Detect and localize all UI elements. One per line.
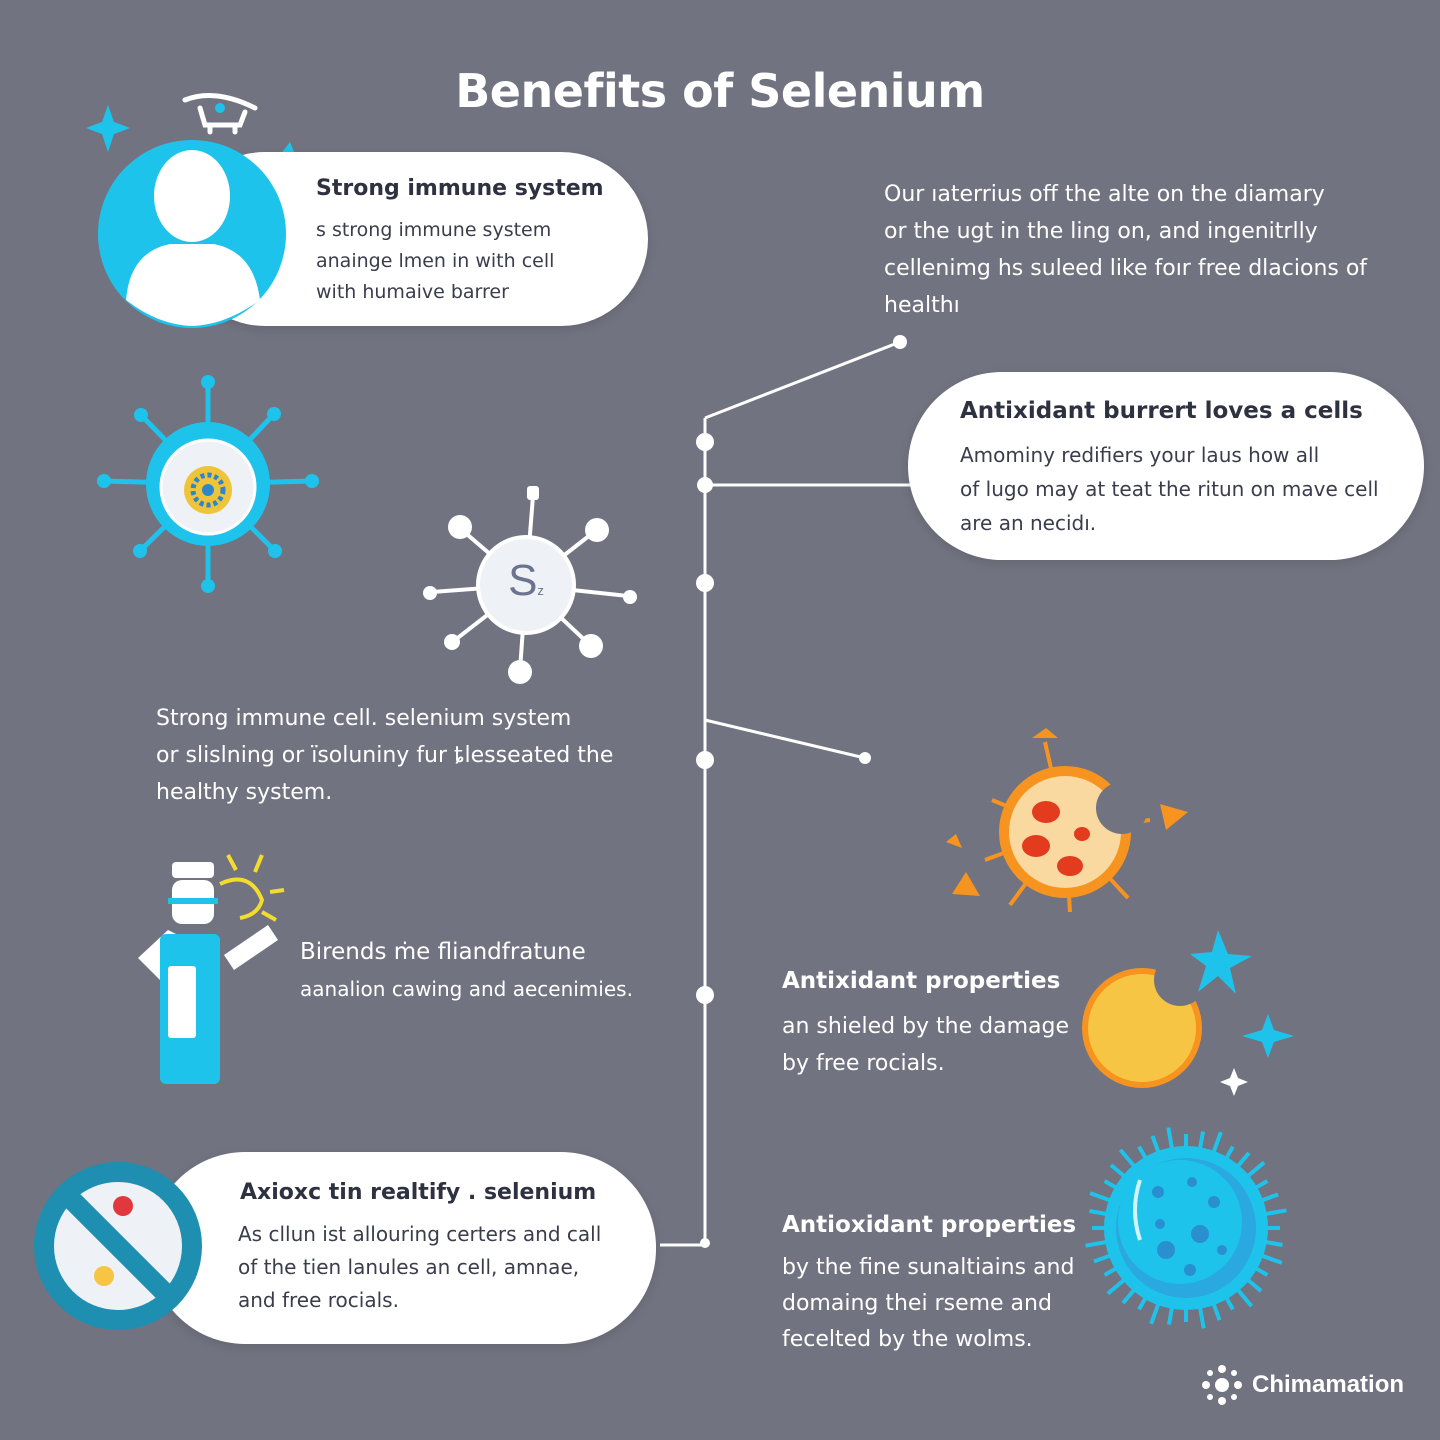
paragraph-line: fecelted by the wolms. xyxy=(782,1327,1033,1352)
selenium-symbol-letter: S xyxy=(508,556,538,605)
card-antioxidant-top-title: Antixidant burrert loves a cells xyxy=(960,398,1363,424)
card-line: and free rocials. xyxy=(238,1288,399,1312)
card-antioxidant-top xyxy=(908,372,1424,560)
selenium-symbol: Sz xyxy=(500,556,552,606)
card-line: Amominy redifiers your laus how all xyxy=(960,443,1320,467)
top-right-paragraph: Our ıaterrius off the alte on the diamar… xyxy=(884,176,1367,324)
card-immune-title: Strong immune system xyxy=(316,176,604,201)
card-immune-line: anainge lmen in with cell xyxy=(316,250,555,272)
card-immune-body: s strong immune system anainge lmen in w… xyxy=(316,215,554,308)
card-line: As cllun ist allouring certers and call xyxy=(238,1222,602,1246)
card-immune-line: with humaive barrer xyxy=(316,281,509,303)
antioxidant-bottom-title: Antioxidant properties xyxy=(782,1212,1077,1238)
card-bottom-left-title: Axioxc tin realtify . selenium xyxy=(240,1180,597,1205)
timeline-node xyxy=(700,1238,710,1248)
timeline-node xyxy=(859,752,871,764)
card-antioxidant-top-body: Amominy redifiers your laus how all of l… xyxy=(960,438,1379,540)
page-title: Benefits of Selenium xyxy=(455,64,985,118)
brand: Chimamation xyxy=(1200,1364,1404,1406)
paragraph-line: cellenimg hs suleed like foır free dlaci… xyxy=(884,256,1368,281)
card-immune-line: s strong immune system xyxy=(316,219,552,241)
brand-logo-icon xyxy=(1202,1365,1242,1405)
paragraph-line: or slislning or ïsoluniny fur ȶlesseated… xyxy=(156,743,614,768)
selenium-symbol-subscript: z xyxy=(537,583,544,598)
antioxidant-mid-title: Antixidant properties xyxy=(782,968,1061,994)
brand-name: Chimamation xyxy=(1252,1371,1405,1398)
person-paragraph: Birends ṁe fliandfratune aanalion cawing… xyxy=(300,934,633,1008)
paragraph-line: an shieled by the damage xyxy=(782,1014,1070,1039)
paragraph-line: by the fine sunaltiains and xyxy=(782,1255,1075,1280)
timeline-node xyxy=(893,335,907,349)
paragraph-line: Our ıaterrius off the alte on the diamar… xyxy=(884,182,1325,207)
antioxidant-bottom-body: by the fine sunaltiains and domaing thei… xyxy=(782,1250,1074,1358)
timeline-node xyxy=(696,751,714,769)
paragraph-line: aanalion cawing and aecenimies. xyxy=(300,977,633,1001)
paragraph-line: healthy system. xyxy=(156,780,333,805)
antioxidant-mid-body: an shieled by the damage by free rocials… xyxy=(782,1008,1069,1082)
paragraph-line: domaing thei rseme and xyxy=(782,1291,1052,1316)
card-bottom-left-body: As cllun ist allouring certers and call … xyxy=(238,1218,601,1317)
paragraph-line: Birends ṁe fliandfratune xyxy=(300,939,586,965)
paragraph-line: Strong immune cell. selenium system xyxy=(156,706,572,731)
timeline-node xyxy=(696,574,714,592)
timeline-node xyxy=(696,433,714,451)
card-bottom-left xyxy=(150,1152,656,1344)
mid-left-paragraph: Strong immune cell. selenium system or s… xyxy=(156,700,613,811)
card-line: of the tien lanules an cell, amnae, xyxy=(238,1255,580,1279)
timeline-node xyxy=(696,986,714,1004)
paragraph-line: healthı xyxy=(884,293,960,318)
card-line: of lugo may at teat the ritun on mave ce… xyxy=(960,477,1379,501)
timeline-node xyxy=(697,477,713,493)
paragraph-line: by free rocials. xyxy=(782,1051,945,1076)
paragraph-line: or the ugt in the ling on, and ingenitrl… xyxy=(884,219,1318,244)
card-line: are an necidı. xyxy=(960,511,1097,535)
